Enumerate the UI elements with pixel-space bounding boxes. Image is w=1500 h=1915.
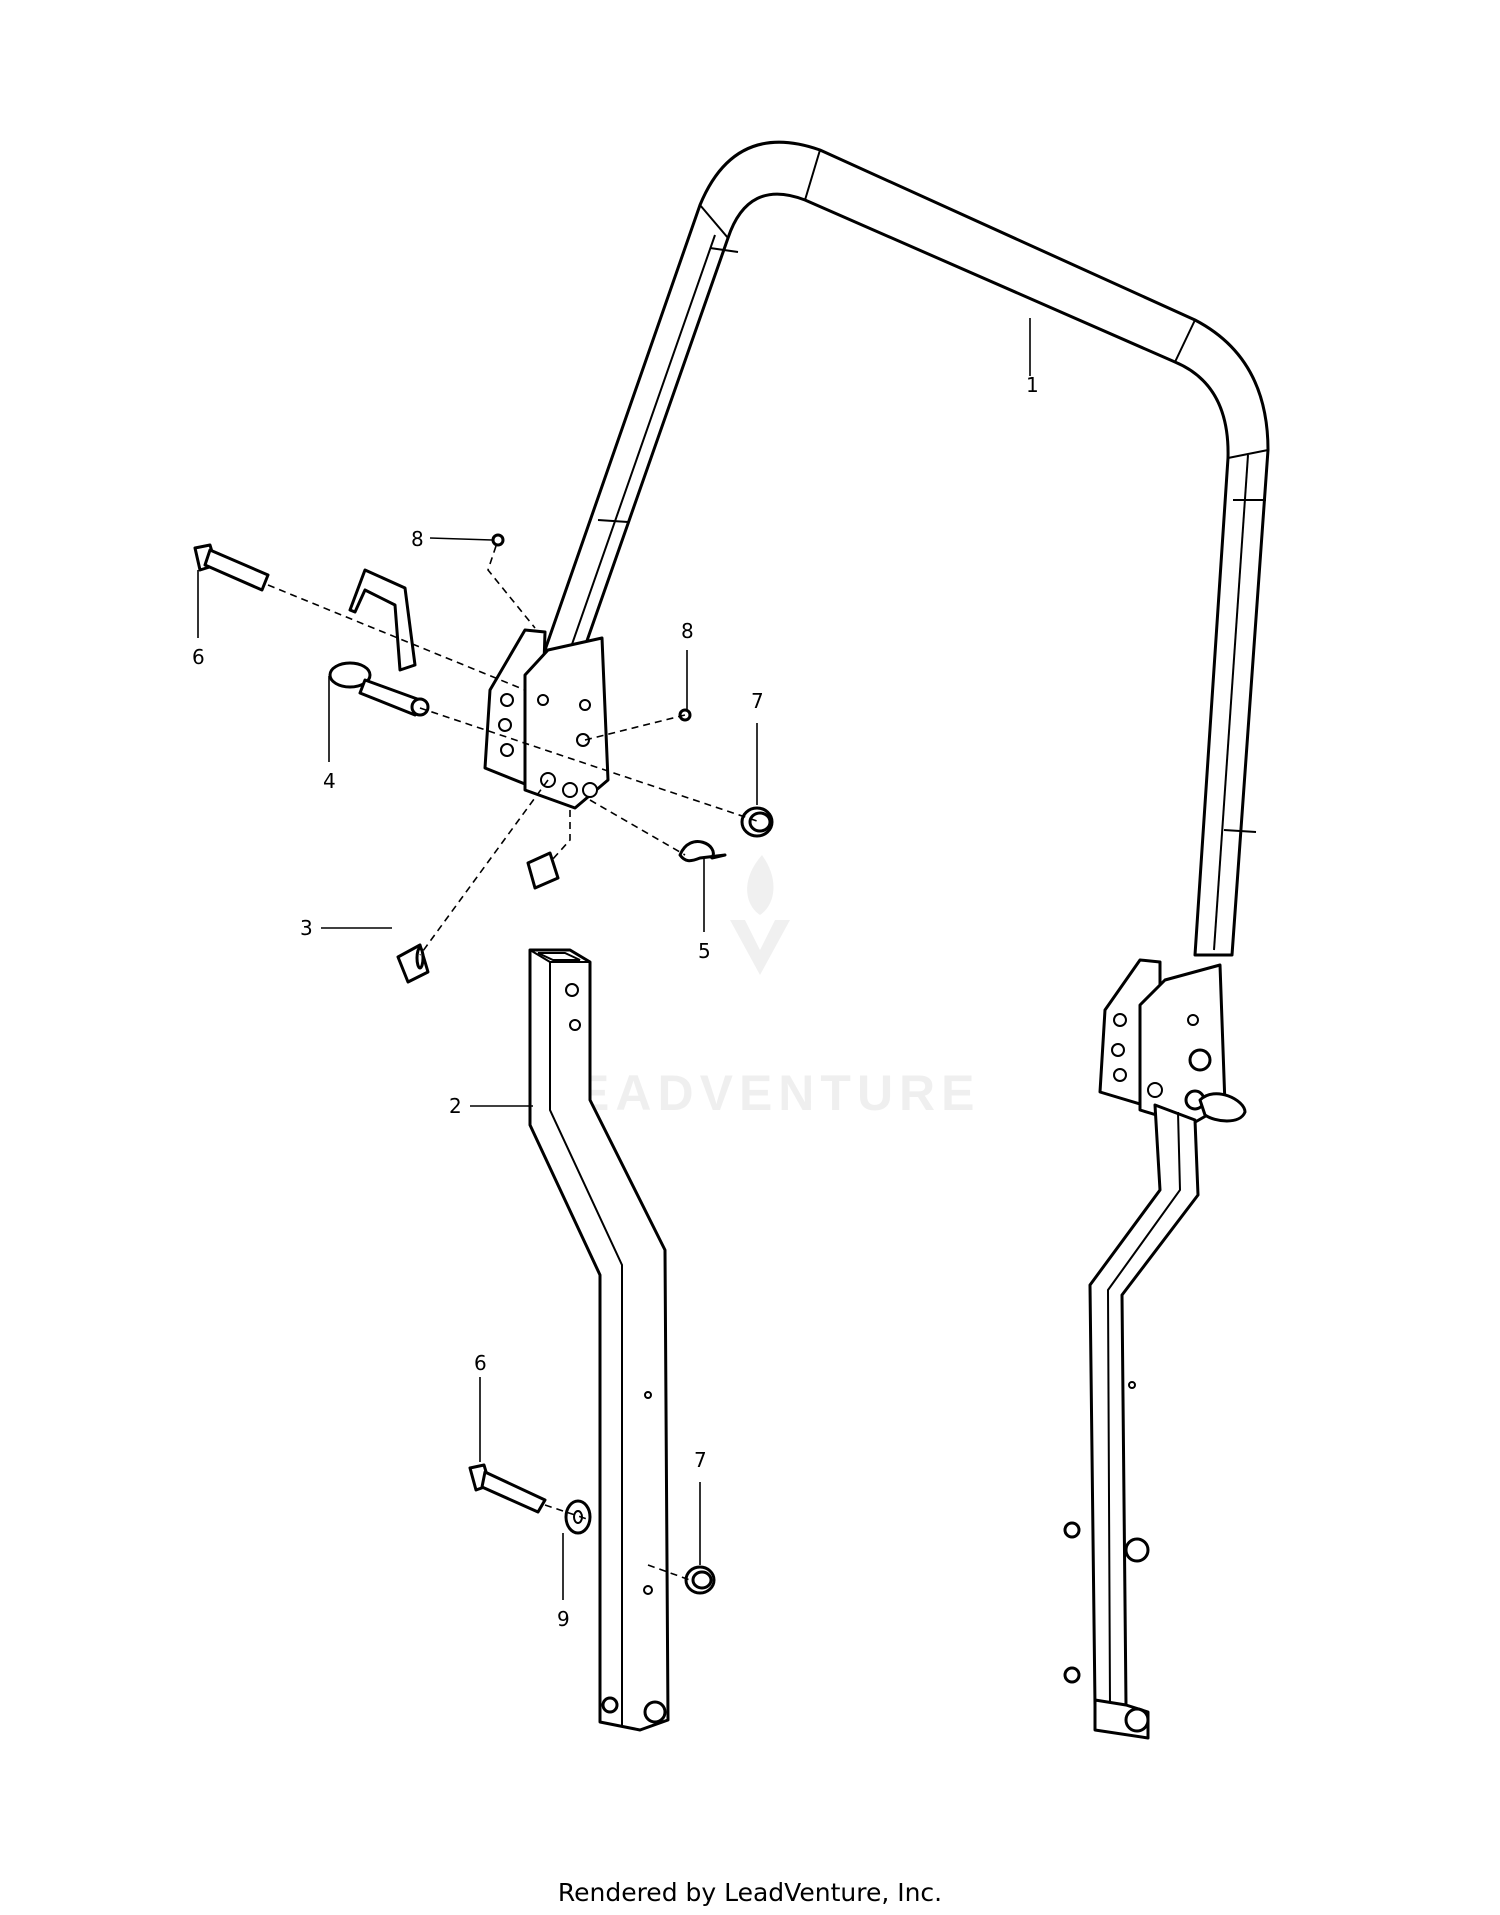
roll-bar-upper (543, 140, 1270, 957)
callout-1: 1 (1026, 373, 1039, 397)
end-cap-3 (396, 943, 430, 984)
bolt-lower (468, 1463, 547, 1514)
flange-nut-upper (740, 806, 774, 838)
callout-7-upper: 7 (751, 689, 764, 713)
callout-6-upper: 6 (192, 645, 205, 669)
callout-6-lower: 6 (474, 1351, 487, 1375)
callout-4: 4 (323, 769, 336, 793)
watermark-text: LEADVENTURE (539, 1065, 980, 1121)
hair-pin-clip (678, 840, 727, 863)
callouts: 1 2 3 4 5 6 6 7 7 8 8 9 (192, 318, 1039, 1631)
nut-8-upper (491, 533, 505, 547)
washer (564, 1499, 592, 1535)
callout-5: 5 (698, 939, 711, 963)
callout-2: 2 (449, 1094, 462, 1118)
nut-8-lower (678, 708, 692, 722)
assembly-lines (267, 545, 761, 1581)
end-cap-upper (526, 851, 560, 890)
hinge-bracket-left (483, 628, 610, 810)
callout-9: 9 (557, 1607, 570, 1631)
bolt-upper (193, 543, 270, 592)
flange-nut-lower (684, 1565, 716, 1595)
callout-8-upper: 8 (411, 527, 424, 551)
callout-3: 3 (300, 916, 313, 940)
hitch-pin (328, 568, 430, 717)
hinge-bracket-right (1098, 958, 1247, 1127)
watermark: LEADVENTURE (539, 855, 980, 1121)
footer-credit: Rendered by LeadVenture, Inc. (557, 1878, 943, 1907)
callout-8-lower: 8 (681, 619, 694, 643)
roll-bar-lower-right (1063, 1103, 1200, 1740)
callout-7-lower: 7 (694, 1448, 707, 1472)
roll-bar-lower-left (528, 948, 670, 1732)
